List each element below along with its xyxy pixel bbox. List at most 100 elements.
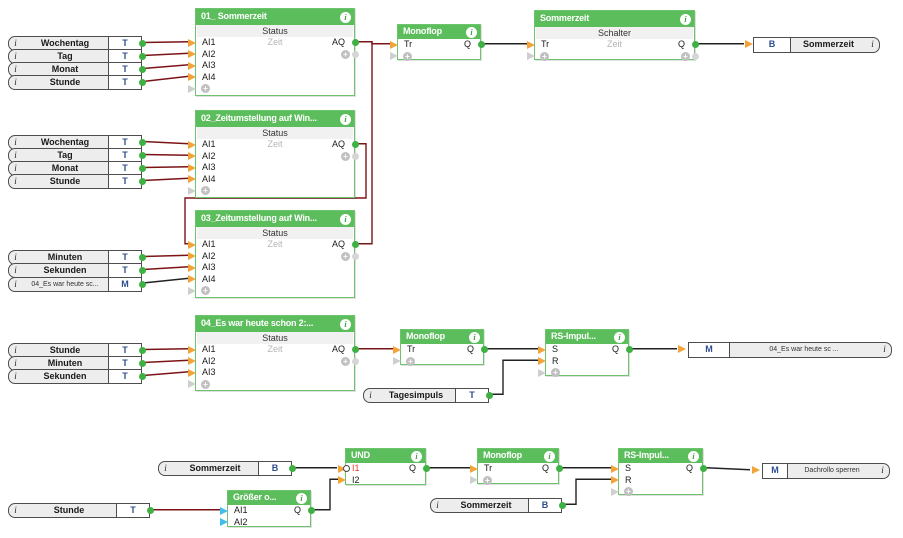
input-port-arrow-icon[interactable]: [188, 368, 196, 377]
input-port-arrow-icon[interactable]: [752, 465, 760, 474]
wire[interactable]: [142, 166, 190, 169]
wire[interactable]: [142, 52, 190, 57]
input-port-arrow-icon[interactable]: [188, 252, 196, 261]
input-connector-sekunden-4[interactable]: i Sekunden T: [8, 369, 146, 384]
output-pin-dot[interactable]: [139, 152, 146, 159]
add-input-icon[interactable]: +: [540, 51, 549, 61]
output-pin-dot[interactable]: [351, 141, 359, 149]
add-input-icon[interactable]: +: [406, 356, 415, 366]
output-pin-dot[interactable]: [289, 465, 296, 473]
input-port-arrow-icon[interactable]: [470, 464, 478, 473]
wire[interactable]: [142, 153, 190, 156]
output-connector-dachrollo-sperren[interactable]: M Dachrollo sperren i: [762, 463, 890, 479]
add-input-icon[interactable]: +: [201, 84, 210, 94]
input-connector-wochentag-2[interactable]: i Wochentag T: [8, 135, 146, 150]
output-pin-dot[interactable]: [139, 360, 146, 367]
output-pin-dot[interactable]: [480, 346, 488, 354]
input-port-arrow-icon[interactable]: [220, 506, 228, 515]
input-port-arrow-icon[interactable]: [188, 240, 196, 249]
und-block[interactable]: UND i I1 Q I2: [338, 448, 430, 485]
output-pin-dot[interactable]: [147, 507, 154, 515]
input-connector-stunde-bottom[interactable]: i Stunde T: [8, 503, 154, 519]
wire[interactable]: [142, 140, 190, 145]
output-pin-dot[interactable]: [699, 465, 707, 473]
input-port-arrow-icon[interactable]: [220, 518, 228, 527]
output-pin-dot[interactable]: [139, 139, 146, 146]
output-pin-dot[interactable]: [139, 53, 146, 60]
input-connector-minuten-4[interactable]: i Minuten T: [8, 356, 146, 371]
input-port-arrow-icon[interactable]: [188, 140, 196, 149]
monoflop-3-block[interactable]: Monoflop i Tr Q +: [470, 448, 563, 485]
input-port-arrow-icon[interactable]: [393, 345, 401, 354]
input-port-arrow-icon[interactable]: [678, 344, 686, 353]
wire[interactable]: [314, 478, 340, 511]
input-connector-stunde-2[interactable]: i Stunde T: [8, 174, 146, 189]
info-icon[interactable]: i: [688, 450, 699, 462]
input-port-arrow-icon[interactable]: [611, 476, 619, 485]
add-output-icon[interactable]: +: [681, 51, 690, 61]
input-port-arrow-icon[interactable]: [745, 39, 753, 48]
wire[interactable]: [142, 359, 190, 364]
add-input-icon[interactable]: +: [201, 379, 210, 389]
output-pin-dot[interactable]: [422, 465, 430, 473]
wire[interactable]: [358, 41, 373, 245]
output-pin-dot[interactable]: [139, 267, 146, 274]
info-icon[interactable]: i: [340, 11, 351, 23]
info-icon[interactable]: i: [544, 450, 555, 462]
wire[interactable]: [705, 467, 751, 471]
output-pin-dot[interactable]: [139, 66, 146, 73]
add-input-icon[interactable]: +: [403, 51, 412, 61]
input-connector-minuten-3[interactable]: i Minuten T: [8, 250, 146, 265]
wire[interactable]: [142, 277, 190, 284]
input-port-arrow-icon[interactable]: [390, 40, 398, 49]
monoflop-2-block[interactable]: Monoflop i Tr Q +: [393, 329, 488, 366]
input-port-arrow-icon[interactable]: [188, 263, 196, 272]
output-pin-dot[interactable]: [555, 465, 563, 473]
output-pin-dot[interactable]: [307, 507, 315, 515]
input-connector-stunde-1[interactable]: i Stunde T: [8, 75, 146, 90]
input-connector-tagesimpuls[interactable]: i Tagesimpuls T: [363, 387, 493, 403]
input-port-arrow-icon[interactable]: [188, 152, 196, 161]
add-input-icon[interactable]: +: [483, 475, 492, 485]
input-port-arrow-icon[interactable]: [338, 464, 346, 473]
output-pin-dot[interactable]: [486, 391, 493, 399]
input-port-arrow-icon[interactable]: [338, 476, 346, 485]
input-port-arrow-icon[interactable]: [188, 50, 196, 59]
input-connector-sekunden-3[interactable]: i Sekunden T: [8, 263, 146, 278]
wire[interactable]: [142, 75, 190, 83]
wire[interactable]: [142, 41, 190, 44]
input-port-arrow-icon[interactable]: [188, 38, 196, 47]
info-icon[interactable]: i: [296, 492, 307, 504]
input-port-arrow-icon[interactable]: [611, 464, 619, 473]
input-connector-tag-2[interactable]: i Tag T: [8, 148, 146, 163]
input-port-arrow-icon[interactable]: [538, 345, 546, 354]
info-icon[interactable]: i: [340, 213, 351, 225]
input-port-arrow-icon[interactable]: [527, 40, 535, 49]
output-pin-dot[interactable]: [351, 39, 359, 47]
info-icon[interactable]: i: [340, 318, 351, 330]
output-pin-dot[interactable]: [625, 346, 633, 354]
groesser-block[interactable]: Größer o... i AI1 Q AI2: [220, 490, 315, 527]
output-pin-dot[interactable]: [351, 241, 359, 249]
output-pin-dot[interactable]: [139, 254, 146, 261]
info-icon[interactable]: i: [680, 13, 691, 25]
output-pin-dot[interactable]: [351, 346, 359, 354]
add-output-icon[interactable]: +: [341, 151, 350, 161]
output-pin-dot[interactable]: [139, 79, 146, 86]
output-pin-dot[interactable]: [139, 280, 146, 288]
wire[interactable]: [142, 266, 190, 271]
add-input-icon[interactable]: +: [624, 487, 633, 497]
wire[interactable]: [142, 371, 190, 377]
wire[interactable]: [142, 177, 190, 182]
output-pin-dot[interactable]: [691, 41, 699, 49]
add-output-icon[interactable]: +: [341, 251, 350, 261]
input-port-arrow-icon[interactable]: [188, 73, 196, 82]
output-connector-es-war-heute[interactable]: M 04_Es war heute sc ... i: [688, 342, 892, 358]
add-input-icon[interactable]: +: [201, 186, 210, 196]
output-pin-dot[interactable]: [559, 501, 566, 509]
rs-impuls-2-block[interactable]: RS-Impul... i S Q R +: [611, 448, 707, 497]
input-connector-es-war-heute[interactable]: i 04_Es war heute sc... M: [8, 276, 146, 292]
wire[interactable]: [490, 359, 539, 395]
output-pin-dot[interactable]: [139, 178, 146, 185]
function-block-01-sommerzeit[interactable]: 01_ Sommerzeit i Status AI1 Zeit AQ AI2 …: [188, 8, 359, 96]
